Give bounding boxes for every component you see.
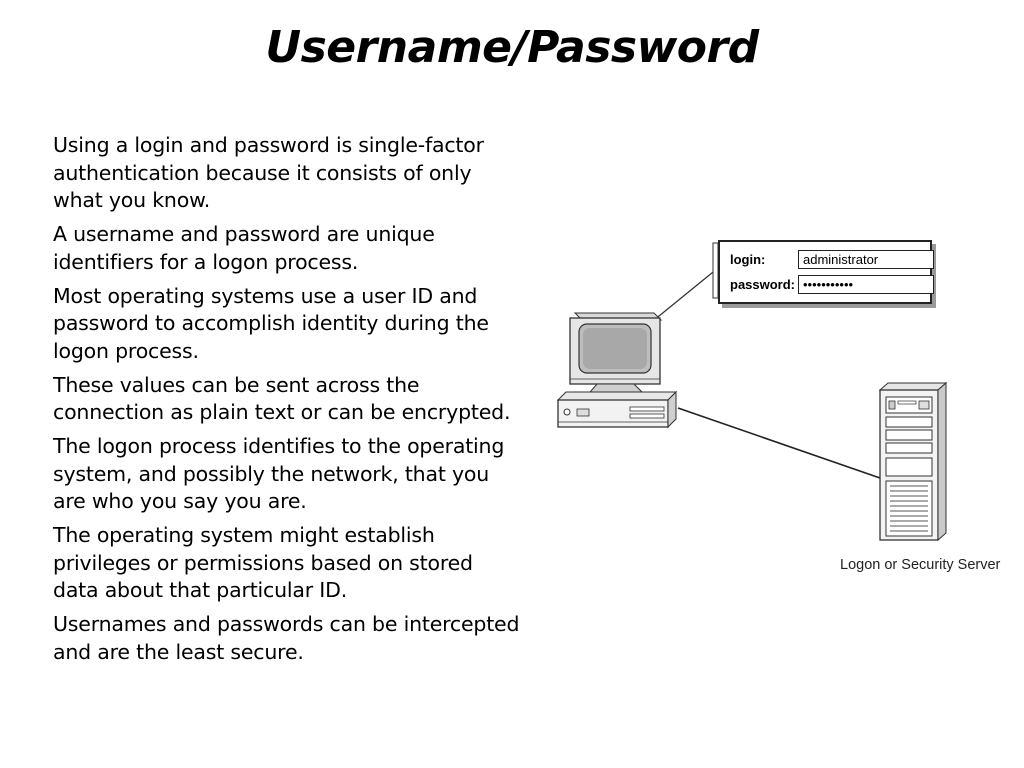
bullet-item: These values can be sent across the conn… — [53, 372, 511, 425]
server-icon — [878, 381, 948, 542]
bullet-item: Using a login and password is single-fac… — [53, 133, 484, 212]
workstation-icon — [556, 312, 678, 429]
bullet-item: Most operating systems use a user ID and… — [53, 283, 489, 363]
bullet-list: Using a login and password is single-fac… — [53, 132, 523, 673]
login-dialog: login: administrator password: •••••••••… — [718, 240, 934, 304]
login-row: login: administrator — [730, 248, 934, 270]
login-label: login: — [730, 251, 766, 267]
password-label: password: — [730, 276, 796, 292]
login-field: administrator — [798, 249, 934, 269]
bullet-item: The operating system might establish pri… — [53, 523, 473, 602]
bullet-item: The logon process identifies to the oper… — [53, 434, 505, 513]
slide-title: Username/Password — [265, 22, 759, 73]
server-caption: Logon or Security Server — [840, 557, 1001, 573]
password-row: password: ••••••••••• — [730, 273, 934, 295]
bullet-item: Usernames and passwords can be intercept… — [53, 612, 520, 664]
network-cable — [677, 407, 881, 479]
password-field: ••••••••••• — [798, 274, 934, 294]
bullet-item: A username and password are unique ident… — [53, 222, 435, 274]
